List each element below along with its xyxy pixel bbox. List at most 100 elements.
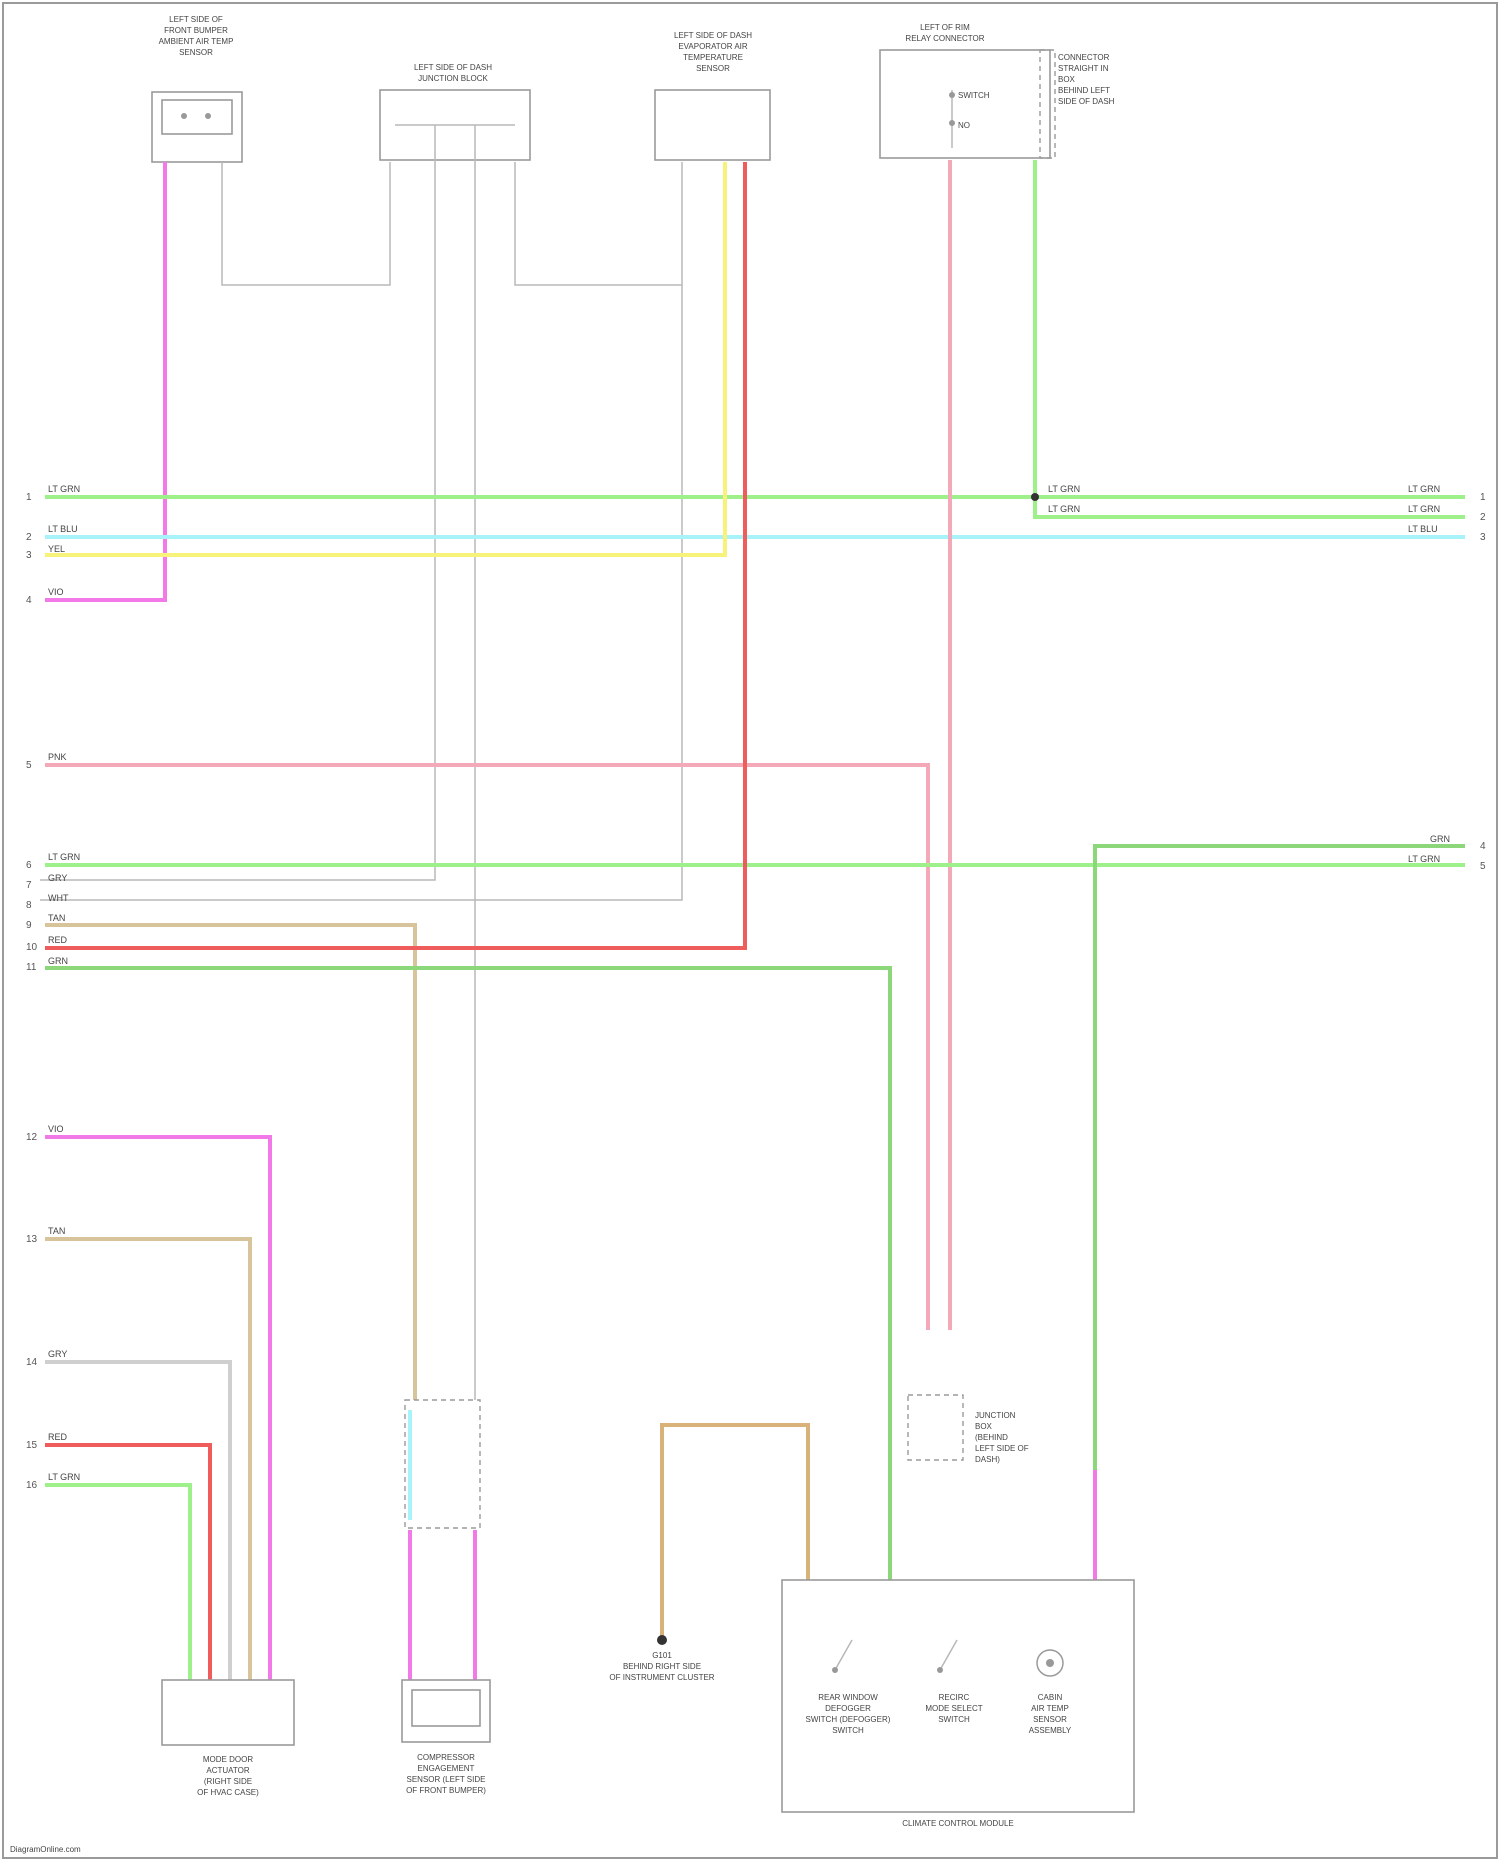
wire-code: LT GRN — [1408, 484, 1440, 494]
relay-terminal-icon — [949, 92, 955, 98]
compressor-label-1: COMPRESSOR — [417, 1753, 475, 1762]
left-pin: 8 — [26, 900, 32, 911]
module-item-3-line4: ASSEMBLY — [1029, 1726, 1072, 1735]
violet-wire-pin4 — [45, 162, 165, 600]
module-item-1-line4: SWITCH — [832, 1726, 864, 1735]
left-pin: 15 — [26, 1440, 38, 1451]
right-pin: 3 — [1480, 532, 1486, 543]
right-pin: 1 — [1480, 492, 1486, 503]
pink-wire-pin5 — [45, 765, 928, 1330]
splice-note-4: LEFT SIDE OF — [975, 1444, 1029, 1453]
right-pin: 5 — [1480, 861, 1486, 872]
relay-connector: LEFT OF RIM RELAY CONNECTOR SWITCH NO CO… — [880, 23, 1115, 158]
right-pin: 2 — [1480, 512, 1486, 523]
mode-door-label-2: ACTUATOR — [206, 1766, 249, 1775]
mode-door-label-4: OF HVAC CASE) — [197, 1788, 259, 1797]
left-pin: 10 — [26, 942, 38, 953]
wire-code: GRY — [48, 1349, 67, 1359]
wire-code: WHT — [48, 893, 69, 903]
wire-code: LT GRN — [48, 484, 80, 494]
wire-code: LT GRN — [1048, 484, 1080, 494]
ambient-sensor-label-3: AMBIENT AIR TEMP — [159, 37, 234, 46]
wire-code: RED — [48, 935, 68, 945]
wire-code: LT GRN — [1408, 504, 1440, 514]
sensor-terminal-icon — [181, 113, 187, 119]
module-item-3-line3: SENSOR — [1033, 1715, 1067, 1724]
relay-box — [880, 50, 1050, 158]
mode-door-actuator: MODE DOOR ACTUATOR (RIGHT SIDE OF HVAC C… — [162, 1680, 294, 1797]
junction-block: LEFT SIDE OF DASH JUNCTION BLOCK — [380, 63, 530, 160]
relay-note-1: CONNECTOR — [1058, 53, 1110, 62]
left-pin: 14 — [26, 1357, 38, 1368]
compressor-sensor-symbol — [412, 1690, 480, 1726]
ground-label-3: OF INSTRUMENT CLUSTER — [609, 1673, 714, 1682]
wire-code: YEL — [48, 544, 65, 554]
compressor-engagement-sensor: COMPRESSOR ENGAGEMENT SENSOR (LEFT SIDE … — [402, 1680, 490, 1795]
splice-note-5: DASH) — [975, 1455, 1000, 1464]
relay-splice-box — [908, 1395, 963, 1460]
left-pin: 4 — [26, 595, 32, 606]
relay-label-2: RELAY CONNECTOR — [905, 34, 984, 43]
ambient-sensor-label-1: LEFT SIDE OF — [169, 15, 223, 24]
wire-code: GRN — [48, 956, 68, 966]
wire-code: LT GRN — [48, 1472, 80, 1482]
ground-point-icon — [657, 1635, 667, 1645]
left-pin: 11 — [26, 962, 37, 973]
gray-wire-pin14 — [45, 1362, 230, 1680]
relay-contact-1: SWITCH — [958, 91, 990, 100]
ambient-sensor-label-4: SENSOR — [179, 48, 213, 57]
splice-dashed-box — [405, 1400, 480, 1528]
splice-dot — [1031, 493, 1039, 501]
left-pin: 3 — [26, 550, 32, 561]
module-item-1-line3: SWITCH (DEFOGGER) — [806, 1715, 891, 1724]
ground-label-2: BEHIND RIGHT SIDE — [623, 1662, 701, 1671]
relay-label-1: LEFT OF RIM — [920, 23, 970, 32]
ambient-sensor-label-2: FRONT BUMPER — [164, 26, 228, 35]
green-wire-pin11 — [45, 968, 890, 1580]
wire-code: GRN — [1430, 834, 1450, 844]
green-wire-right4 — [1095, 846, 1465, 1580]
wire-code: LT BLU — [1408, 524, 1438, 534]
wire-code: LT GRN — [1048, 504, 1080, 514]
sensor-terminal-icon — [205, 113, 211, 119]
relay-note-4: BEHIND LEFT — [1058, 86, 1110, 95]
compressor-label-3: SENSOR (LEFT SIDE — [407, 1775, 486, 1784]
climate-control-module: REAR WINDOW DEFOGGER SWITCH (DEFOGGER) S… — [782, 1580, 1134, 1828]
switch-contact-icon — [937, 1667, 943, 1673]
wire-code: PNK — [48, 752, 67, 762]
evap-sensor-label-1: LEFT SIDE OF DASH — [674, 31, 752, 40]
footer-watermark: DiagramOnline.com — [10, 1845, 81, 1854]
junction-loop-wire — [515, 162, 682, 285]
wire-code: LT BLU — [48, 524, 78, 534]
mode-door-label-1: MODE DOOR — [203, 1755, 253, 1764]
ambient-sensor-symbol — [162, 100, 232, 134]
evap-sensor-label-2: EVAPORATOR AIR — [678, 42, 748, 51]
ground-g101: G101 BEHIND RIGHT SIDE OF INSTRUMENT CLU… — [609, 1651, 714, 1682]
relay-terminal-icon — [949, 120, 955, 126]
module-item-1-line2: DEFOGGER — [825, 1704, 871, 1713]
compressor-label-2: ENGAGEMENT — [418, 1764, 475, 1773]
left-pin: 5 — [26, 760, 32, 771]
evap-sensor-box — [655, 90, 770, 160]
tan-wire-pin13 — [45, 1239, 250, 1680]
violet-wire-pin12 — [45, 1137, 270, 1680]
left-pin: 6 — [26, 860, 32, 871]
module-item-2-line2: MODE SELECT — [925, 1704, 982, 1713]
wire-code: GRY — [48, 873, 67, 883]
wire-code: LT GRN — [48, 852, 80, 862]
module-item-2-line1: RECIRC — [939, 1693, 970, 1702]
evap-sensor-label-4: SENSOR — [696, 64, 730, 73]
right-pin-column: 1 2 3 4 5 — [1480, 492, 1486, 872]
switch-contact-icon — [832, 1667, 838, 1673]
evap-sensor-label-3: TEMPERATURE — [683, 53, 743, 62]
lt-green-wire-right2 — [1035, 160, 1465, 517]
module-title: CLIMATE CONTROL MODULE — [902, 1819, 1014, 1828]
wire-code: VIO — [48, 1124, 64, 1134]
evaporator-temp-sensor: LEFT SIDE OF DASH EVAPORATOR AIR TEMPERA… — [655, 31, 770, 160]
ground-label-1: G101 — [652, 1651, 672, 1660]
mode-door-box — [162, 1680, 294, 1745]
lt-green-wire-pin16 — [45, 1485, 190, 1680]
left-pin-column: 1 2 3 4 5 6 7 8 9 10 11 12 13 14 15 16 — [26, 492, 38, 1491]
junction-block-label-2: JUNCTION BLOCK — [418, 74, 488, 83]
